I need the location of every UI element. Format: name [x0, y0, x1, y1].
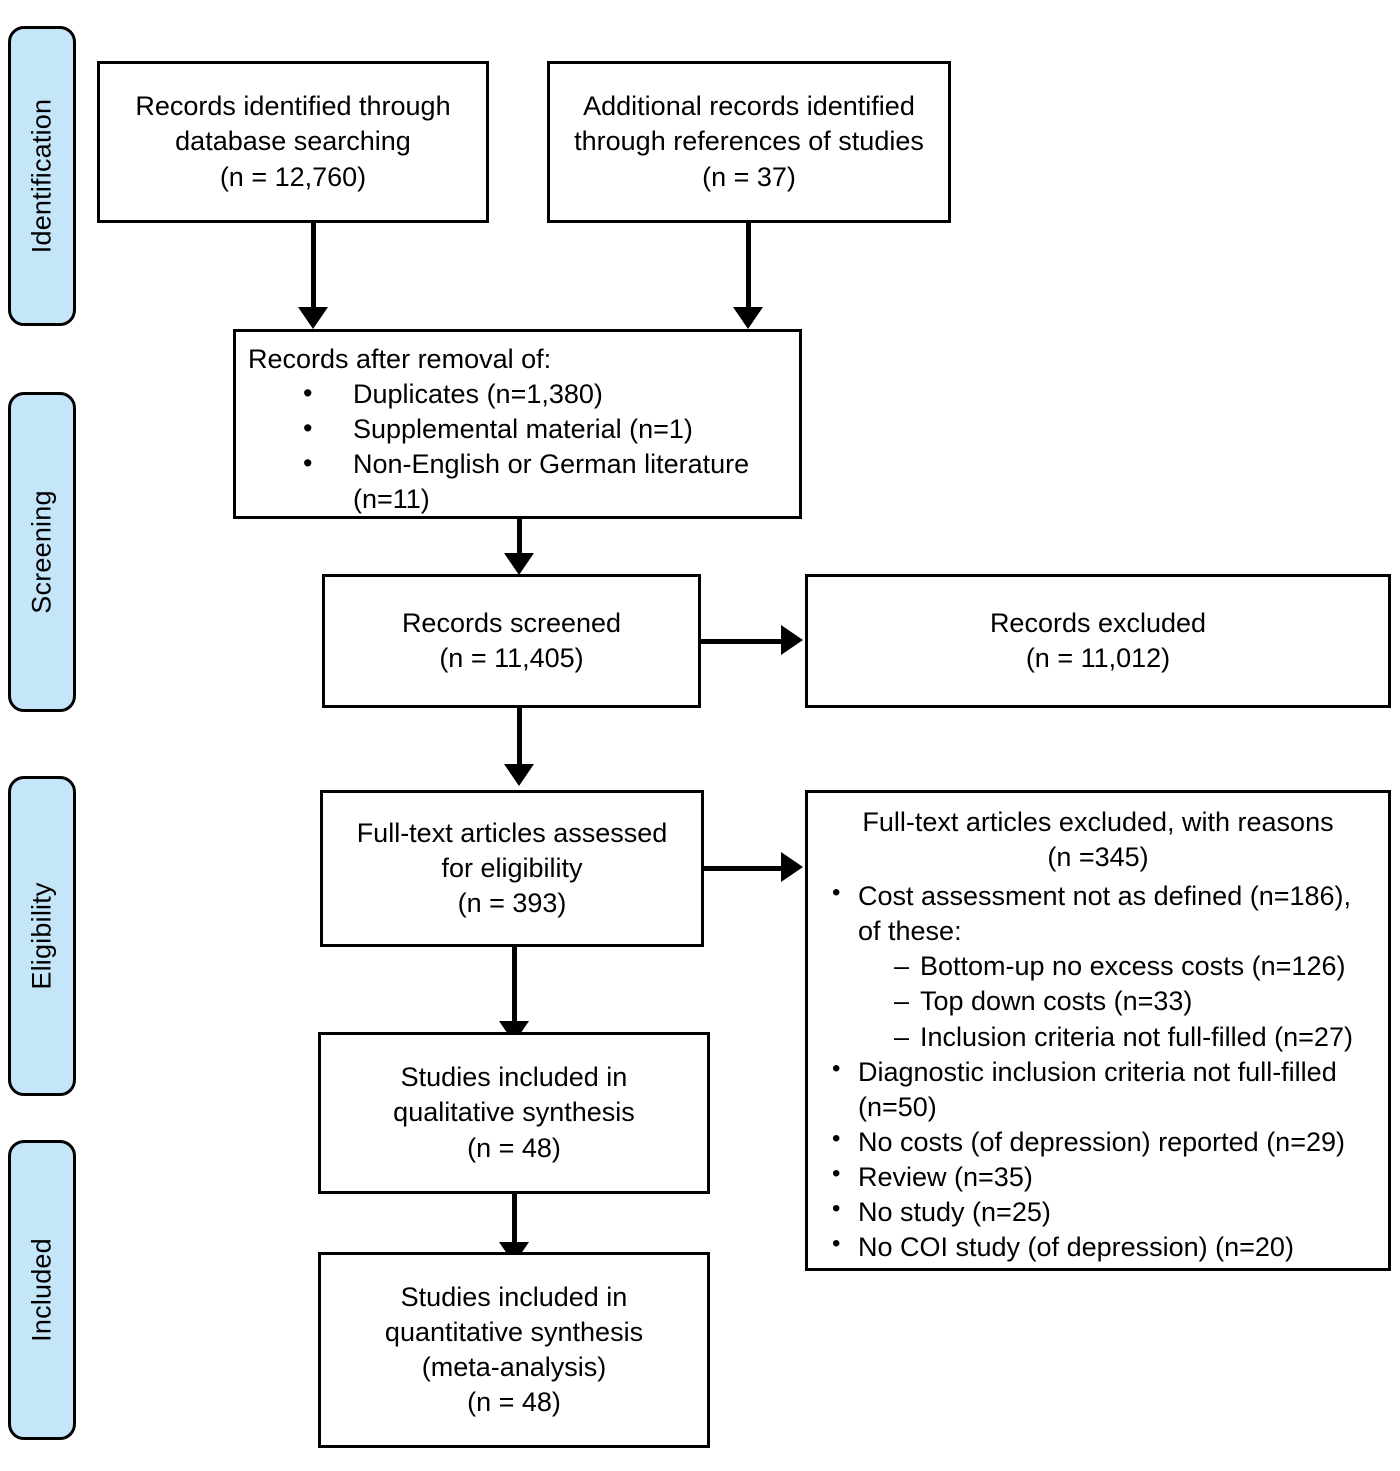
- exclusion-subreason-item: Top down costs (n=33): [858, 984, 1374, 1019]
- node-records-screened: Records screened (n = 11,405): [322, 574, 701, 708]
- node-qualitative-synthesis: Studies included in qualitative synthesi…: [318, 1032, 710, 1194]
- node-records-identified-database-text: Records identified through database sear…: [135, 91, 451, 192]
- connector-removal-to-screened: [517, 519, 522, 555]
- node-additional-records: Additional records identified through re…: [547, 61, 951, 223]
- node-fulltext-excluded: Full-text articles excluded, with reason…: [805, 790, 1391, 1271]
- arrowhead-db-to-removal: [298, 307, 328, 329]
- node-records-excluded-text: Records excluded (n = 11,012): [989, 607, 1207, 673]
- node-fulltext-assessed: Full-text articles assessed for eligibil…: [320, 790, 704, 947]
- arrowhead-additional-to-removal: [733, 307, 763, 329]
- connector-db-to-removal: [311, 223, 316, 309]
- stage-label-eligibility: Eligibility: [26, 882, 57, 990]
- removal-reason-item: Duplicates (n=1,380): [248, 376, 787, 412]
- removal-reason-item: Non-English or German literature (n=11): [248, 446, 787, 517]
- exclusion-subreason-item: Bottom-up no excess costs (n=126): [858, 949, 1374, 984]
- stage-pill-screening: Screening: [8, 392, 76, 712]
- node-additional-records-text: Additional records identified through re…: [574, 91, 924, 192]
- node-records-after-removal: Records after removal of: Duplicates (n=…: [233, 329, 802, 519]
- exclusion-reason-list: Cost assessment not as defined (n=186), …: [822, 877, 1374, 1265]
- arrowhead-screened-to-excluded: [781, 625, 803, 655]
- connector-screened-to-excluded: [701, 639, 783, 644]
- stage-pill-eligibility: Eligibility: [8, 776, 76, 1096]
- exclusion-reason-item: No study (n=25): [822, 1193, 1374, 1230]
- node-records-excluded: Records excluded (n = 11,012): [805, 574, 1391, 708]
- exclusion-reason-item: Review (n=35): [822, 1158, 1374, 1195]
- node-quantitative-synthesis: Studies included in quantitative synthes…: [318, 1252, 710, 1448]
- stage-pill-identification: Identification: [8, 26, 76, 326]
- exclusion-reason-item: No COI study (of depression) (n=20): [822, 1228, 1374, 1265]
- connector-screened-to-fulltext: [517, 708, 522, 766]
- stage-label-included: Included: [26, 1238, 57, 1342]
- node-quantitative-synthesis-text: Studies included in quantitative synthes…: [384, 1281, 644, 1418]
- connector-fulltext-to-qualitative: [512, 947, 517, 1023]
- exclusion-reason-item: Diagnostic inclusion criteria not full-f…: [822, 1053, 1374, 1125]
- node-fulltext-excluded-heading: Full-text articles excluded, with reason…: [862, 807, 1334, 873]
- arrowhead-removal-to-screened: [504, 553, 534, 575]
- exclusion-reason-item: Cost assessment not as defined (n=186), …: [822, 877, 1374, 1055]
- stage-label-screening: Screening: [26, 490, 57, 614]
- stage-pill-included: Included: [8, 1140, 76, 1440]
- exclusion-reason-text: Cost assessment not as defined (n=186), …: [858, 881, 1352, 947]
- exclusion-subreason-list: Bottom-up no excess costs (n=126) Top do…: [858, 949, 1374, 1054]
- node-records-after-removal-heading: Records after removal of:: [248, 344, 552, 374]
- connector-fulltext-to-excluded: [704, 866, 783, 871]
- node-fulltext-assessed-text: Full-text articles assessed for eligibil…: [356, 817, 668, 919]
- exclusion-subreason-item: Inclusion criteria not full-filled (n=27…: [858, 1020, 1374, 1055]
- arrowhead-screened-to-fulltext: [504, 764, 534, 786]
- exclusion-reason-item: No costs (of depression) reported (n=29): [822, 1123, 1374, 1160]
- removal-reason-list: Duplicates (n=1,380) Supplemental materi…: [248, 376, 787, 517]
- connector-qualitative-to-quantitative: [512, 1194, 517, 1244]
- node-qualitative-synthesis-text: Studies included in qualitative synthesi…: [393, 1062, 635, 1163]
- removal-reason-item: Supplemental material (n=1): [248, 411, 787, 447]
- stage-label-identification: Identification: [26, 98, 57, 254]
- connector-additional-to-removal: [746, 223, 751, 309]
- node-records-identified-database: Records identified through database sear…: [97, 61, 489, 223]
- arrowhead-fulltext-to-excluded: [781, 852, 803, 882]
- node-records-screened-text: Records screened (n = 11,405): [401, 607, 622, 673]
